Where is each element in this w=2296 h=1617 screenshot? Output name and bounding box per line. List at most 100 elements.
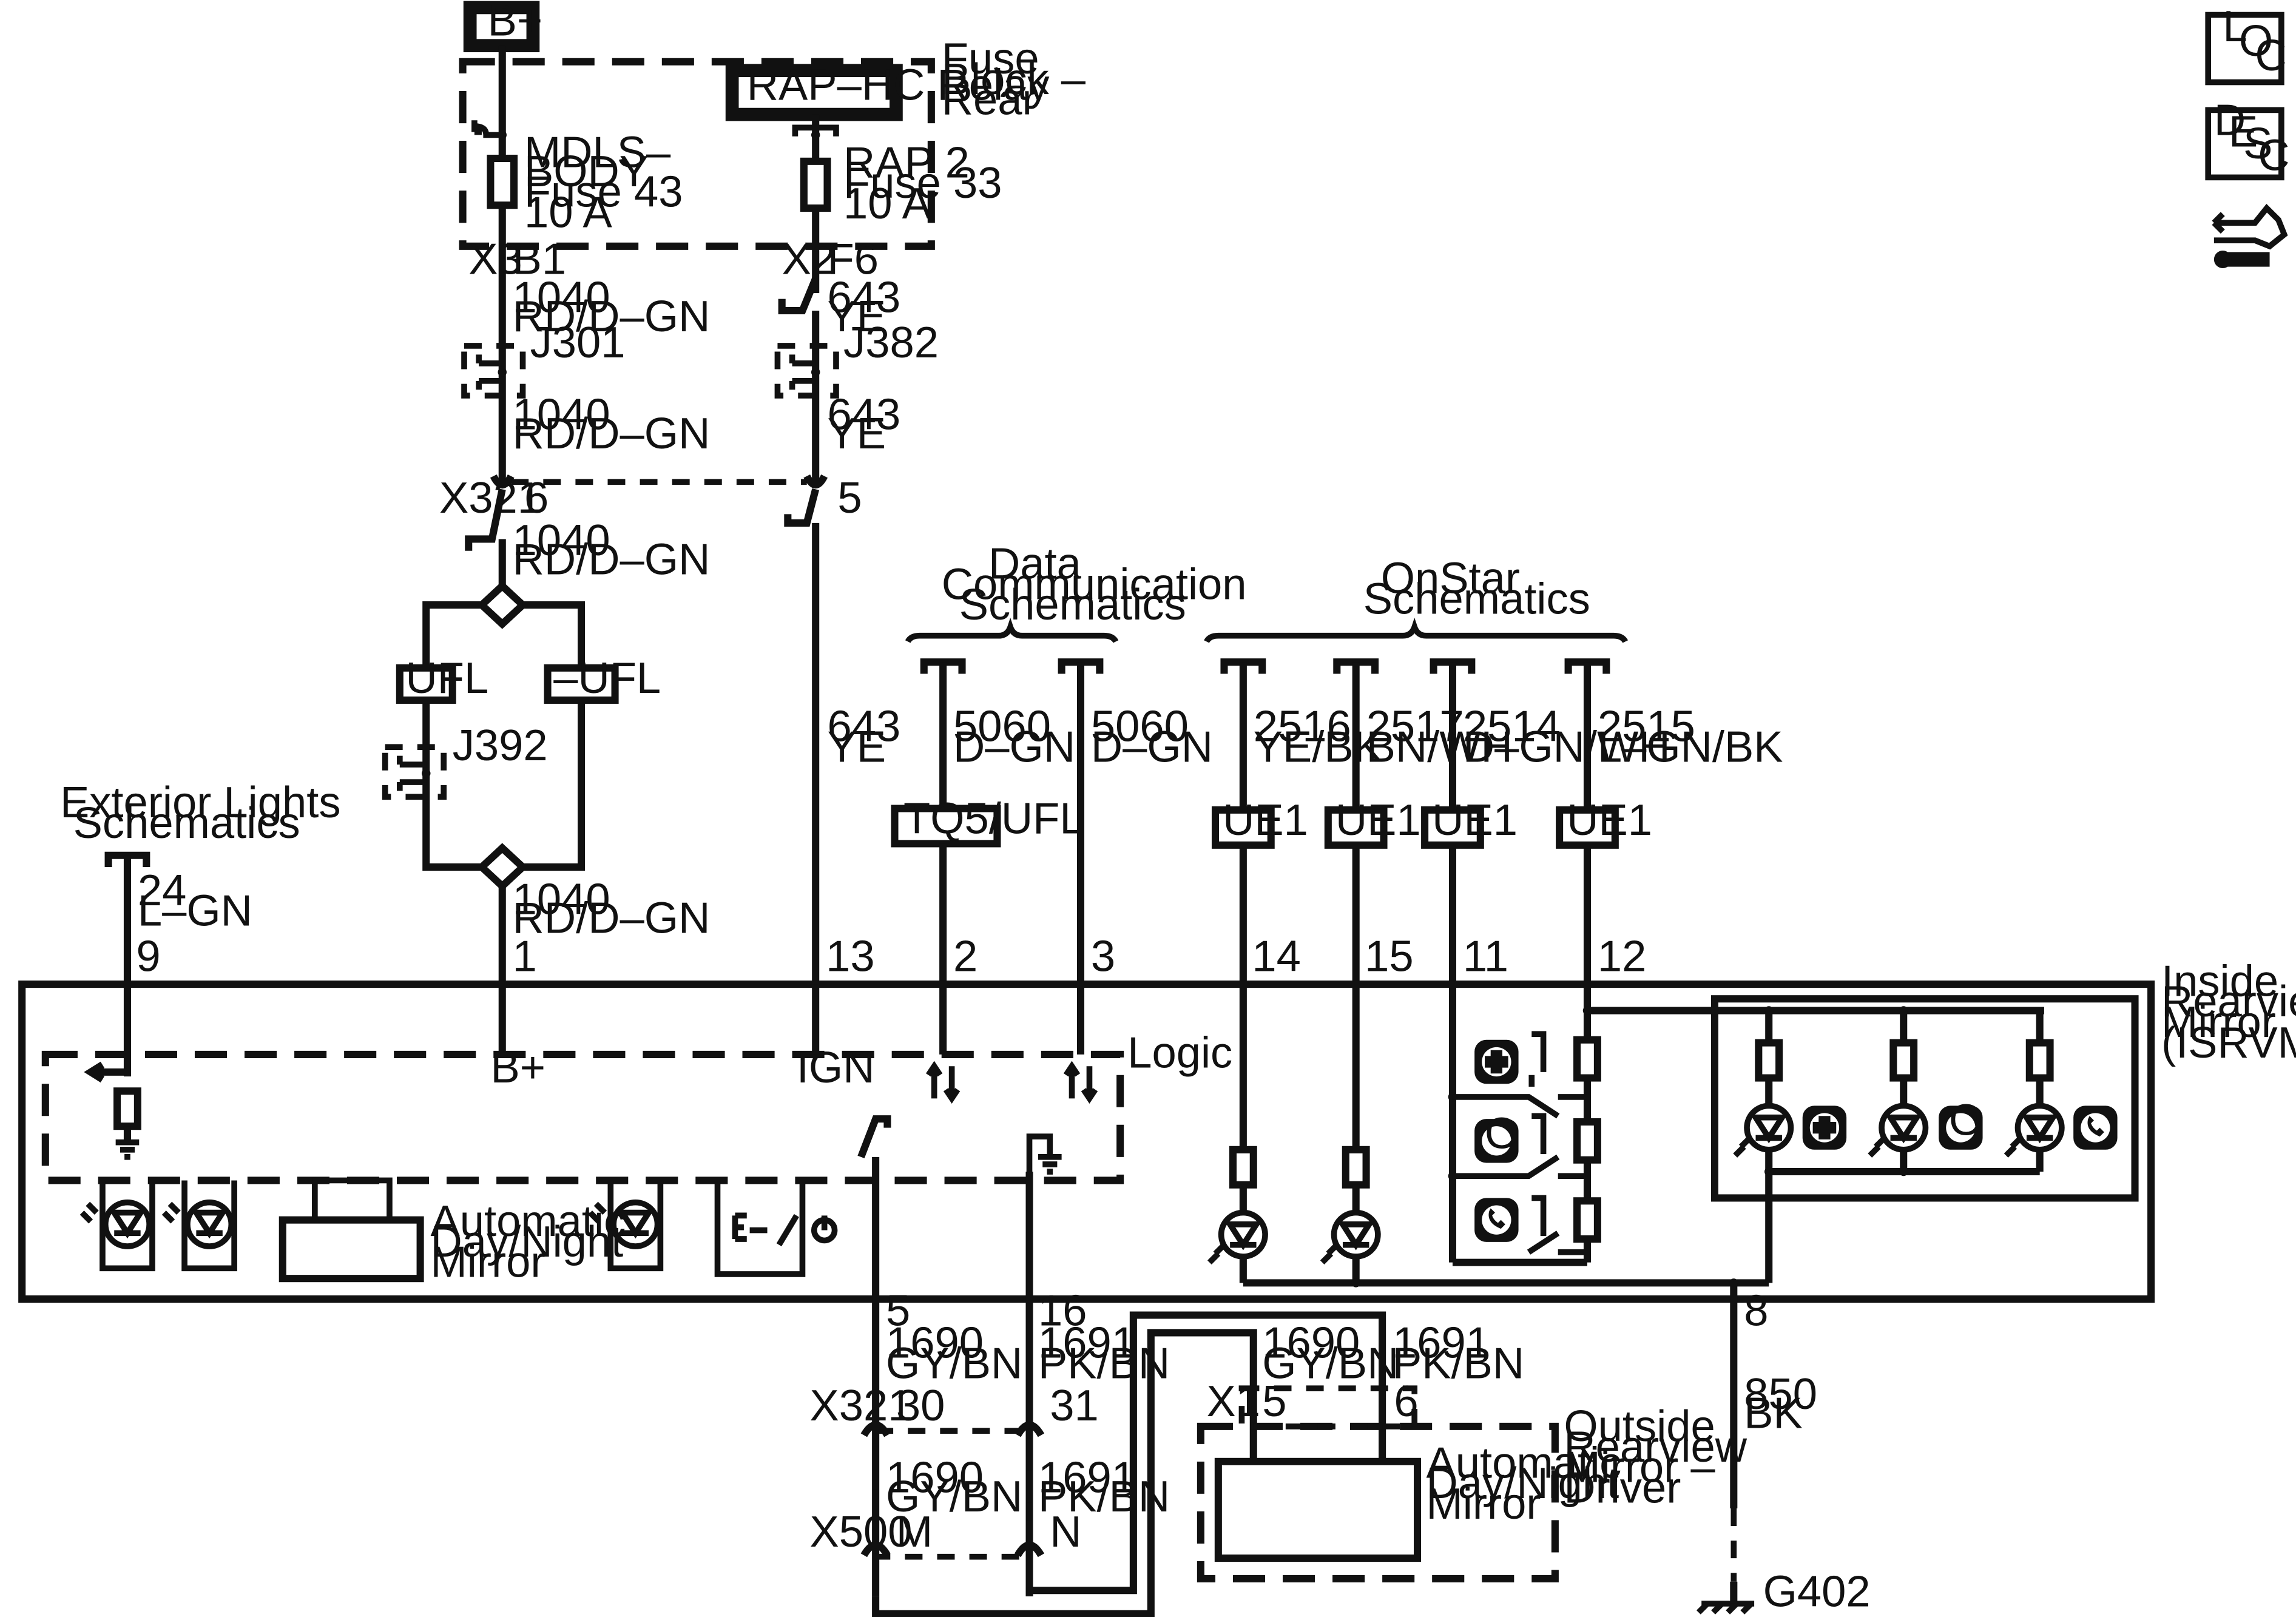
wire-1040-color-d: RD/D–GN [513,894,711,943]
isrvm-title-1: Inside [2161,956,2278,1005]
desc-icon[interactable]: D E S C [2205,95,2290,181]
outside-mirror-title-1: Outside [1564,1402,1715,1451]
wire-1691-color-c: PK/BN [1393,1338,1524,1388]
data-arrow-icon-b [1063,1061,1098,1104]
ground-g402-icon [1696,1601,1755,1615]
isrvm-pin-1: 1 [513,931,537,981]
wire-1040-color-a: RD/D–GN [513,292,711,341]
option-nufl-label: –UFL [553,653,661,703]
ref-data-comm-3: Schematics [959,580,1186,629]
inside-auto-dim-label-2: Day/Night [431,1217,624,1266]
onstar-led-panel [1710,995,2139,1202]
isrvm-pin-14: 14 [1252,931,1301,981]
phone-icon [2073,1106,2118,1150]
wire-1691-num-b: 1691 [1038,1453,1136,1502]
outside-mirror-title-3: Mirror – [1564,1443,1715,1492]
conn-x321-pin-5: 5 [837,473,862,522]
conn-x500-label: X500 [810,1507,913,1556]
logic-ign-label: IGN [797,1043,875,1092]
wire-1690-num-c: 1690 [1262,1318,1360,1367]
splice-j301-label: J301 [530,318,626,367]
conn-x1-housing [1238,1385,1418,1430]
option-ufl-box [396,664,456,704]
wire-2514-color: D–GN/WH [1463,722,1670,771]
wire-2515-color: L–GN/BK [1598,722,1783,771]
wire-1040-color-c: RD/D–GN [513,535,711,584]
wire-2517-color: BN/WH [1366,722,1513,771]
onstar-resistor-14 [1229,1146,1257,1189]
inside-auto-dim-label-3: Mirror [431,1238,545,1287]
ref-data-comm-bracket[interactable] [905,618,1119,643]
wire-643-color-b: YE [827,409,886,458]
ref-onstar-bracket[interactable] [1204,618,1629,643]
isrvm-pin-13: 13 [826,931,875,981]
onstar-advisor-button[interactable]: O [1474,1109,1519,1163]
ref-onstar-2: Schematics [1363,575,1590,624]
wire-5060-color-a: D–GN [953,722,1075,771]
wire-1690-color-a: GY/BN [886,1338,1022,1388]
wire-2516-num: 2516 [1254,701,1351,751]
loc-letter-l: L [2223,2,2247,51]
wire-643-color-a: YE [827,292,886,341]
onstar-led-14 [1207,1209,1268,1265]
isrvm-pin-11: 11 [1463,931,1508,981]
wire-1691-to-outside-mirror [1025,1311,1386,1596]
option-ue1-box-c [1421,806,1484,849]
onstar-wire-15 [1333,658,1379,1150]
wire-1040-num-c: 1040 [513,516,610,565]
fuse-43-label-1: MDLS– [524,127,671,177]
outside-auto-dim-label-3: Mirror [1427,1479,1541,1528]
fuse-43-icon [487,154,518,209]
onstar-emergency-button[interactable] [1474,1039,1519,1084]
splice-j382 [774,343,839,399]
ext-lights-input-arrow [84,1061,127,1083]
conn-x1-label: X1 [1207,1377,1261,1426]
splice-j382-label: J382 [843,318,939,367]
fuse-block-title-2: Block – [942,55,1086,104]
svg-text:O: O [1485,1109,1519,1158]
wire-1040-num-b: 1040 [513,390,610,439]
option-ufl-label: UFL [405,653,488,703]
logic-label: Logic [1127,1028,1232,1078]
outside-auto-dim-label-2: Day/Night [1427,1459,1619,1508]
conn-x2-label: X2 [782,235,836,284]
wire-850-color: BK [1744,1388,1803,1437]
isrvm-pin-3: 3 [1091,931,1115,981]
fuse-43-label-2: BODY [524,147,649,196]
battery-power-label: B+ [488,0,543,45]
isrvm-pin-16: 16 [1038,1286,1087,1335]
loc-letter-c: C [2255,31,2286,80]
fuse-block-title-1: Fuse [942,34,1039,83]
conn-x321-label-b: X321 [810,1381,913,1430]
data-arrow-icon-a [925,1061,961,1104]
conn-x500-pin-m: M [896,1507,933,1556]
loc-icon[interactable]: L O C [2205,2,2287,86]
outside-auto-dim-mirror [1214,1457,1422,1562]
connector-repair-icon[interactable] [2212,203,2288,269]
advisor-icon: O [1939,1096,1983,1150]
wire-2515-num: 2515 [1598,701,1695,751]
wire-1690-color-b: GY/BN [886,1472,1022,1521]
isrvm-module-outline [18,981,2155,1303]
onstar-led-panel-led-2 [1868,1006,1929,1172]
conn-x500-pin-n: N [1050,1507,1081,1556]
indicator-led-1 [79,1180,155,1272]
logic-ground-icon-a [115,1139,140,1160]
outside-auto-dim-label-1: Automatic [1427,1438,1622,1487]
onstar-resistor-15 [1342,1146,1370,1189]
output-switch-icon [857,1115,891,1159]
wire-1690-color-c: GY/BN [1262,1338,1399,1388]
option-split-top [476,581,528,629]
option-ue1-label-c: UE1 [1432,795,1518,845]
onstar-phone-button[interactable] [1474,1198,1519,1242]
isrvm-pin-5: 5 [886,1286,910,1335]
wire-24-color: L–GN [138,886,252,936]
option-ue1-box-a [1211,806,1275,849]
rap-hc-relay-label: RAP–HC Relay [747,60,1050,109]
desc-letter-s: S [2243,119,2272,168]
onstar-led-15 [1320,1209,1381,1265]
wire-5060-color-b: D–GN [1091,722,1213,771]
wire-643-num-b: 643 [827,390,900,439]
conn-x3-label: X3 [468,235,522,284]
logic-block-outline [41,1050,1124,1184]
